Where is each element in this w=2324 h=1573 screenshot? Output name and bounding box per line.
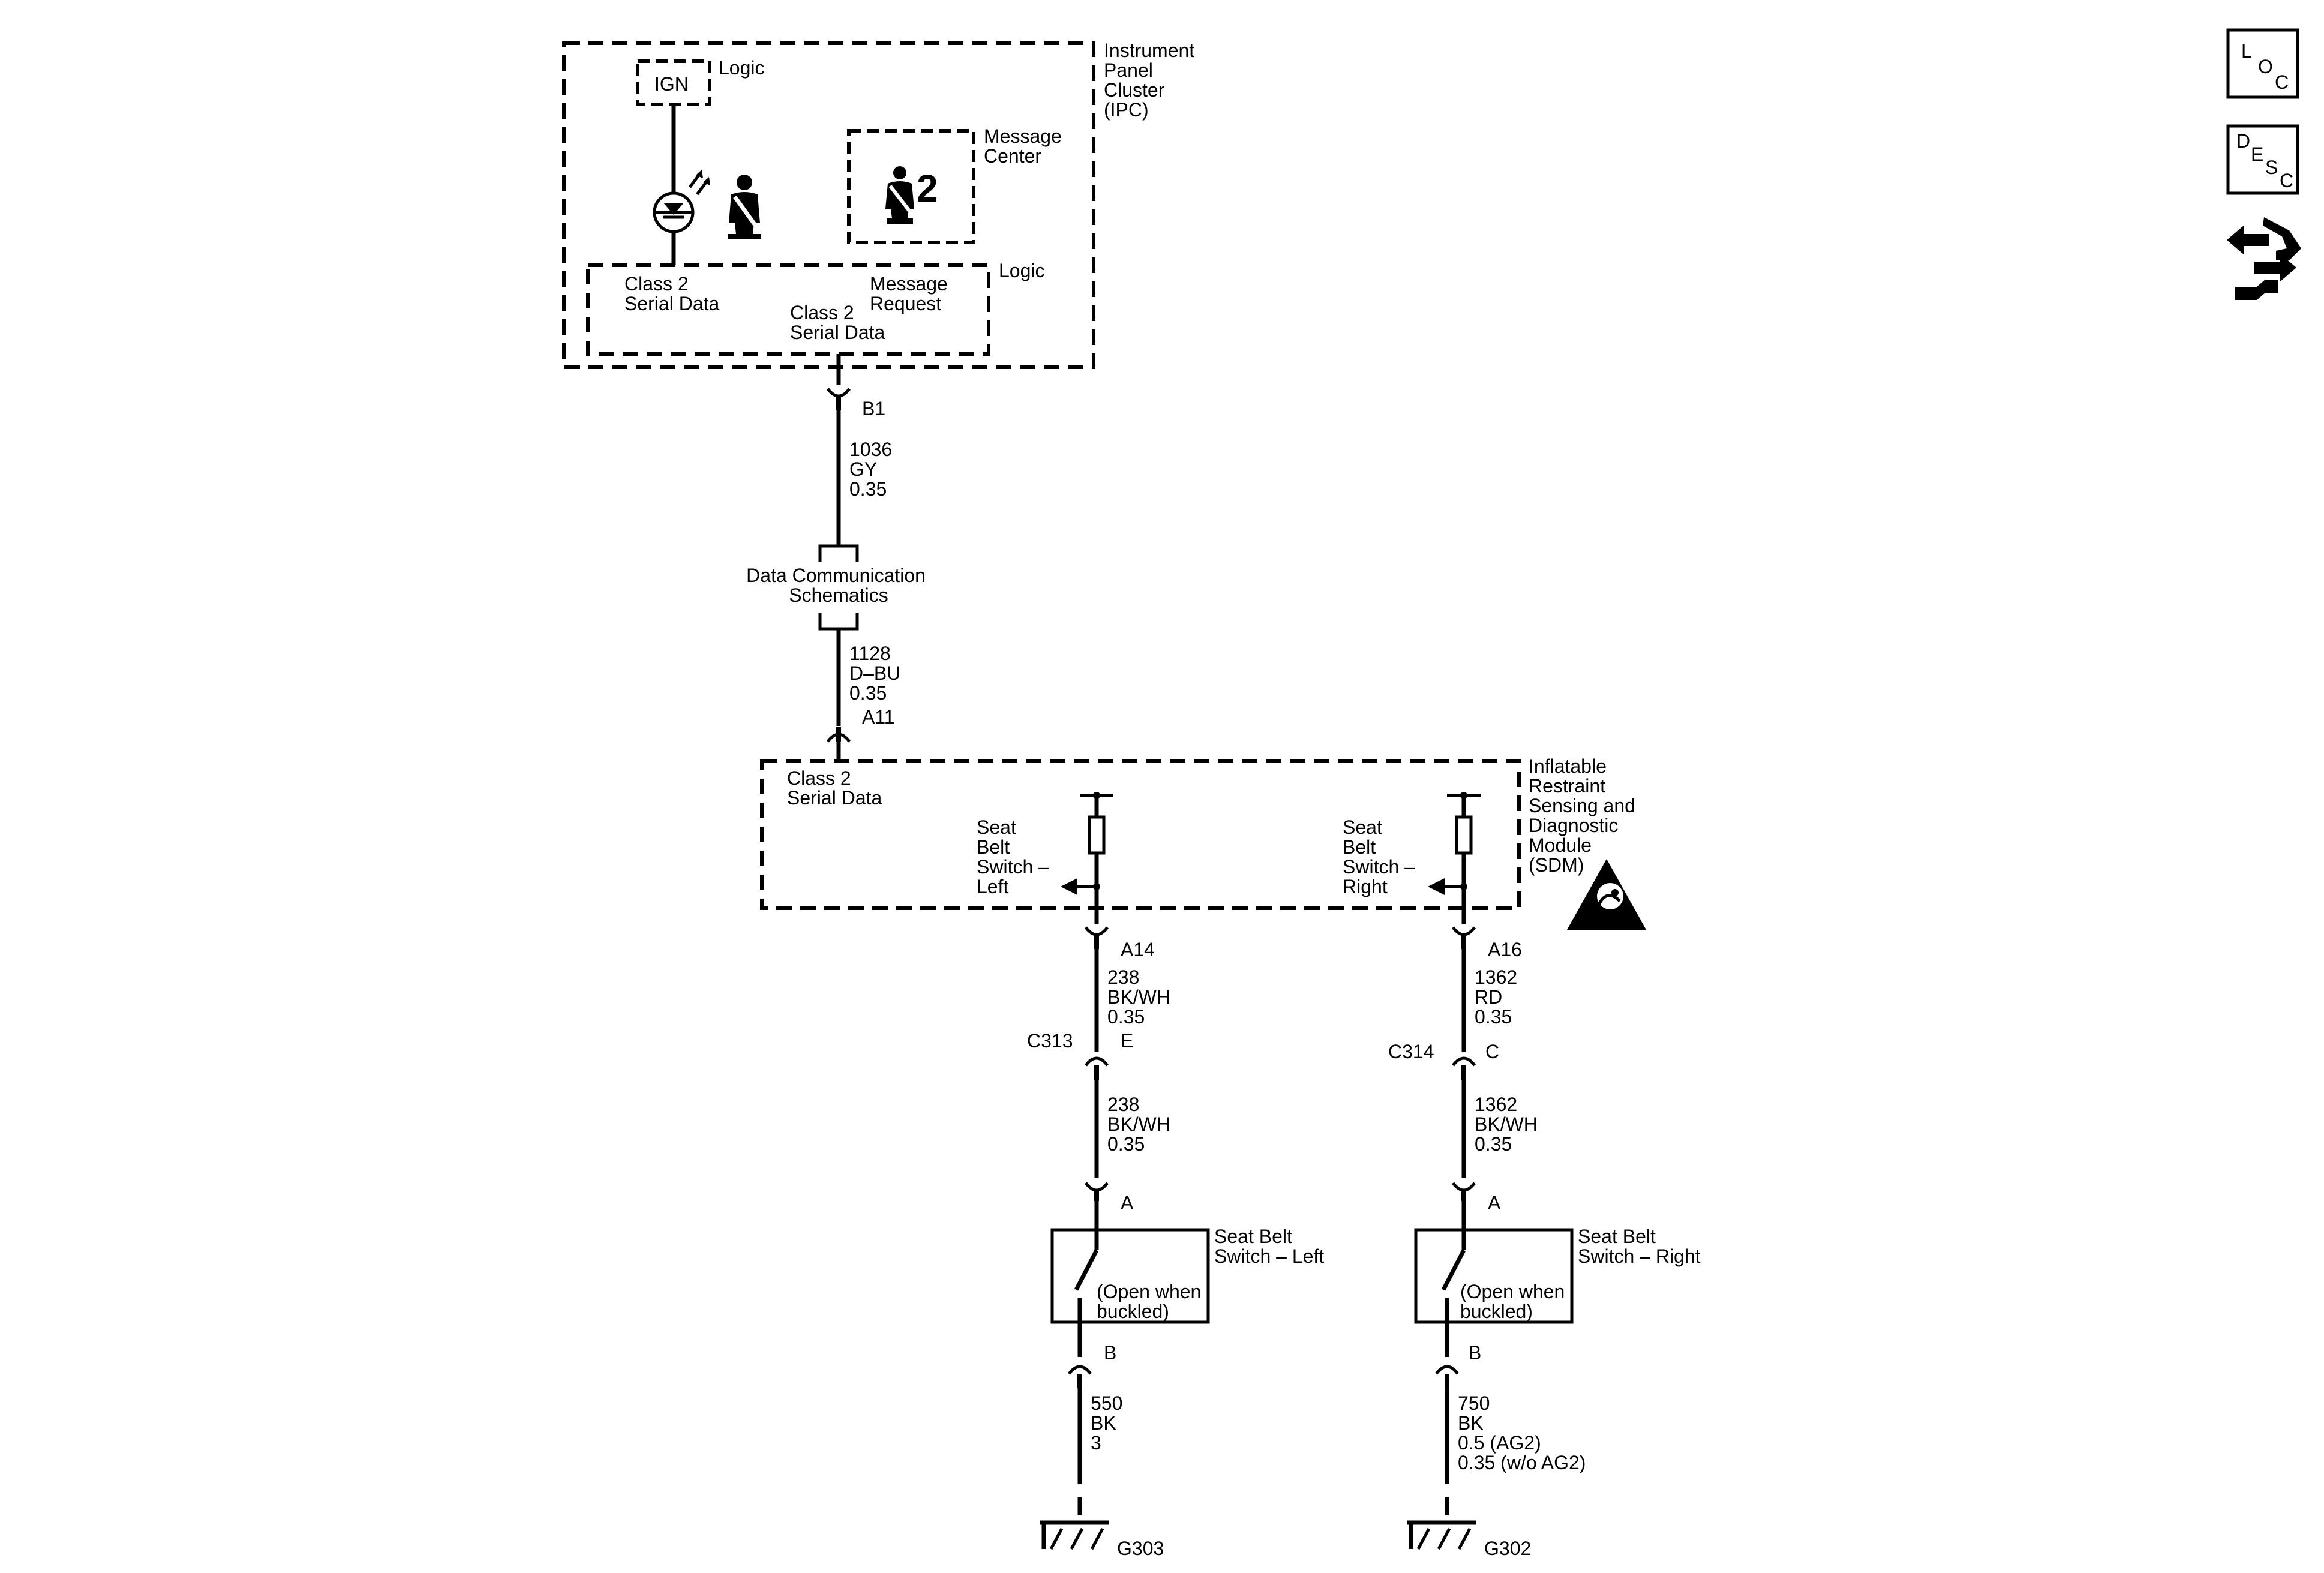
switch-right-pin-a-label: A [1488, 1192, 1501, 1214]
desc-letter-e: E [2251, 143, 2263, 165]
left-branch: A14 238 BK/WH 0.35 C313 E 238 BK/WH 0.35… [1027, 908, 1324, 1559]
ipc-logic-top-label: Logic [719, 57, 765, 79]
message-request-label: Message Request [870, 273, 953, 314]
wire-550-label: 550 BK 3 [1091, 1392, 1128, 1454]
connector-c313-icon [1085, 1056, 1109, 1067]
wire-1362-a-label: 1362 RD 0.35 [1475, 966, 1523, 1028]
connector-c313-label: C313 [1027, 1030, 1073, 1052]
splice-label: Data Communication Schematics [746, 565, 931, 606]
switch-right-pin-a-icon [1452, 1182, 1476, 1192]
ipc-name: Instrument Panel Cluster (IPC) [1104, 40, 1200, 121]
sdm-outline [760, 759, 1521, 910]
loc-letter-c: C [2275, 71, 2289, 93]
switch-left-pin-a-label: A [1121, 1192, 1134, 1214]
connector-a14-label: A14 [1121, 939, 1155, 960]
sdm-module: Inflatable Restraint Sensing and Diagnos… [760, 755, 1646, 930]
ipc-serial-left-label: Class 2 Serial Data [624, 273, 720, 314]
switch-left-pin-b-label: B [1104, 1342, 1116, 1364]
wire-1362-b-label: 1362 BK/WH 0.35 [1475, 1094, 1543, 1155]
seat-belt-switch-left [1050, 1228, 1210, 1324]
sdm-serial-label: Class 2 Serial Data [787, 767, 882, 809]
switch-left-pin-a-icon [1085, 1182, 1109, 1192]
desc-letter-s: S [2265, 157, 2278, 178]
sdm-name: Inflatable Restraint Sensing and Diagnos… [1529, 755, 1641, 876]
ipc-outline [562, 41, 1095, 369]
wire-1036-label: 1036 GY 0.35 [849, 439, 897, 500]
connector-a11-label: A11 [862, 706, 895, 728]
data-trunk: B1 1036 GY 0.35 Data Communication Schem… [746, 354, 931, 761]
seat-belt-person-icon [728, 175, 761, 239]
switch-right-name: Seat Belt Switch – Right [1578, 1226, 1701, 1267]
message-center-label: Message Center [984, 125, 1067, 167]
wire-1128-label: 1128 D–BU 0.35 [849, 643, 906, 704]
sdm-left-input: Seat Belt Switch – Left [977, 792, 1113, 908]
desc-letter-c: C [2280, 170, 2293, 191]
desc-letter-d: D [2236, 130, 2250, 152]
ground-g302-icon [1407, 1520, 1476, 1550]
desc-button[interactable]: D E S C [2226, 124, 2299, 195]
loc-button[interactable]: L O C [2226, 28, 2299, 99]
connector-a16-label: A16 [1488, 939, 1522, 960]
seat-belt-switch-right [1414, 1228, 1574, 1324]
sdm-right-input-label: Seat Belt Switch – Right [1343, 816, 1421, 897]
switch-left-name: Seat Belt Switch – Left [1214, 1226, 1324, 1267]
connector-c313-pin: E [1121, 1030, 1133, 1052]
sdm-left-resistor [1088, 815, 1106, 855]
ground-g302-label: G302 [1484, 1538, 1531, 1559]
connector-b1-icon [827, 388, 851, 398]
switch-right-pin-b-label: B [1469, 1342, 1481, 1364]
wire-238-a-label: 238 BK/WH 0.35 [1107, 966, 1176, 1028]
seat-belt-message-icon: 2 [885, 166, 938, 224]
sdm-left-input-label: Seat Belt Switch – Left [977, 816, 1055, 897]
switch-left-note: (Open when buckled) [1097, 1281, 1206, 1322]
message-center-box [847, 129, 975, 244]
connector-b1-label: B1 [862, 398, 885, 419]
sdm-right-input: Seat Belt Switch – Right [1343, 792, 1481, 908]
switch-right-pin-b-icon [1435, 1365, 1459, 1375]
loc-letter-o: O [2258, 56, 2273, 77]
connector-c314-label: C314 [1388, 1041, 1434, 1062]
loc-letter-l: L [2241, 40, 2252, 62]
ipc-logic-inner-label: Logic [999, 260, 1045, 281]
airbag-warning-icon [1567, 859, 1646, 930]
ground-g303-icon [1040, 1520, 1109, 1550]
seat-belt-indicator-lamp-icon [653, 170, 710, 233]
splice-bottom-bracket [818, 613, 859, 631]
ipc-serial-bottom-label: Class 2 Serial Data [790, 302, 885, 343]
connector-swap-icon[interactable] [2227, 217, 2301, 300]
connector-a14-icon [1085, 926, 1109, 936]
switch-left-pin-b-icon [1068, 1365, 1092, 1375]
right-branch: A16 1362 RD 0.35 C314 C 1362 BK/WH 0.35 … [1388, 908, 1701, 1559]
wire-750-label: 750 BK 0.5 (AG2) 0.35 (w/o AG2) [1458, 1392, 1586, 1473]
wire-238-b-label: 238 BK/WH 0.35 [1107, 1094, 1176, 1155]
switch-right-note: (Open when buckled) [1460, 1281, 1570, 1322]
connector-a16-icon [1452, 926, 1476, 936]
splice-top-bracket [818, 544, 859, 562]
message-icon-badge: 2 [917, 167, 938, 210]
ign-label: IGN [654, 73, 689, 95]
ipc-module: Instrument Panel Cluster (IPC) IGN Logic [562, 40, 1200, 369]
ground-g303-label: G303 [1117, 1538, 1164, 1559]
sdm-right-resistor [1455, 815, 1473, 855]
connector-c314-pin: C [1485, 1041, 1499, 1062]
connector-c314-icon [1452, 1056, 1476, 1067]
ipc-logic-box [586, 263, 990, 356]
